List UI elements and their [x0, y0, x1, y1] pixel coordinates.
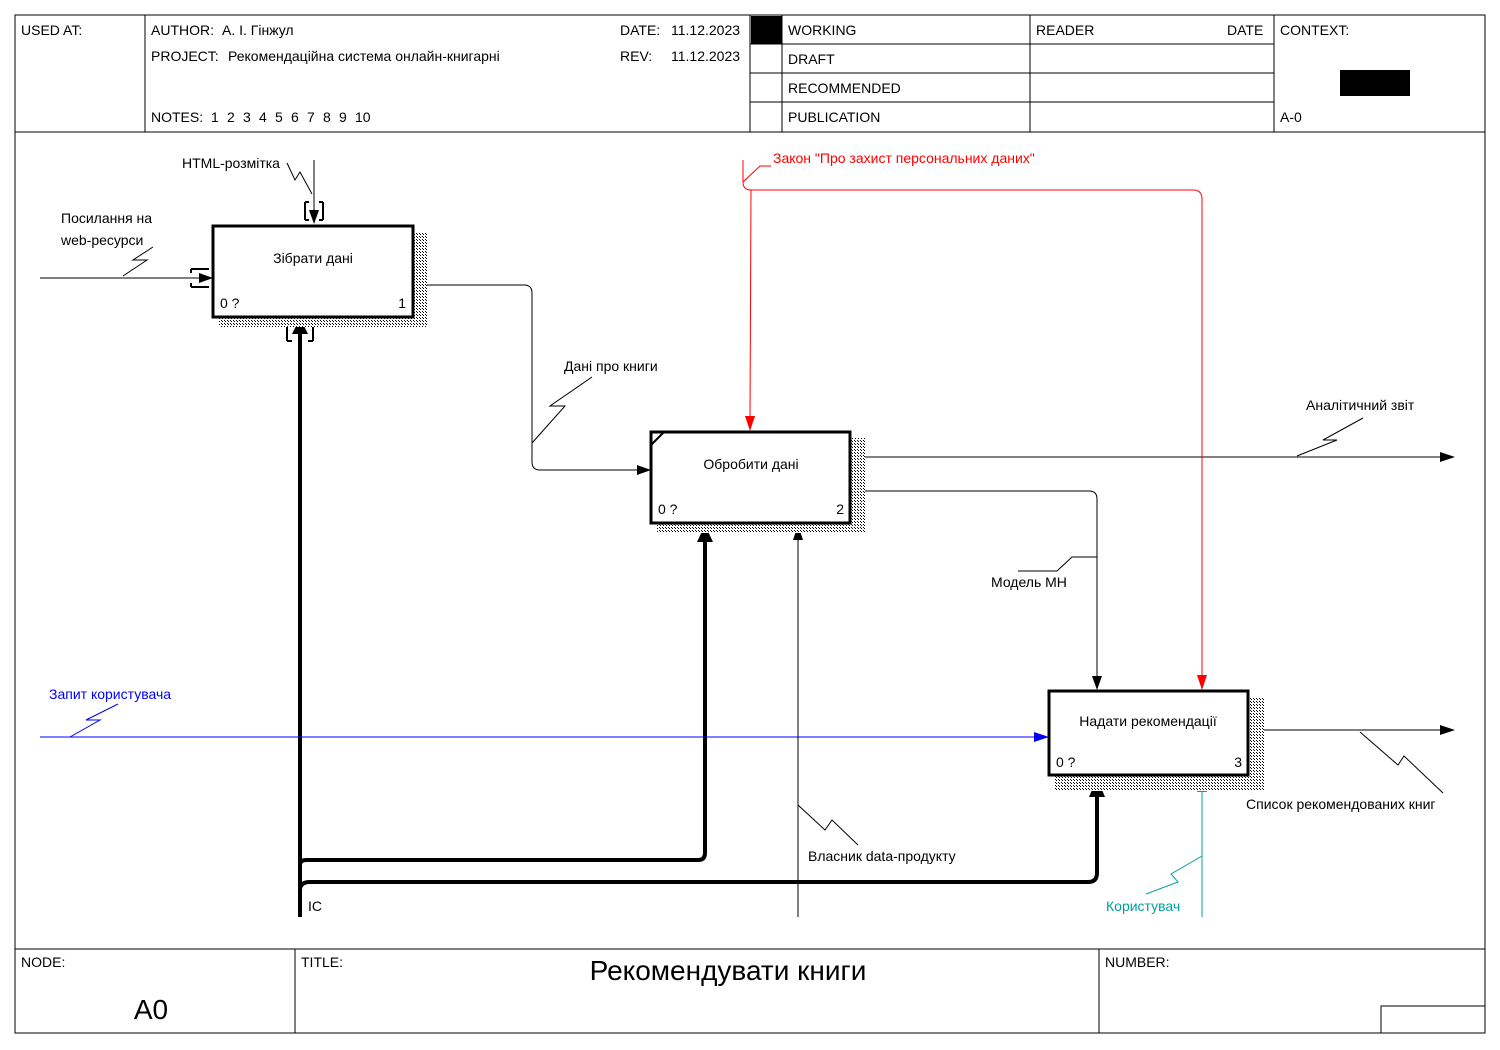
- label-analytics-report: Аналітичний звіт: [1306, 397, 1415, 413]
- box-cost: 0 ?: [220, 295, 240, 311]
- decomposed-corner-mark: [650, 431, 665, 446]
- date-value: 11.12.2023: [671, 22, 740, 38]
- author-label: AUTHOR:: [151, 22, 214, 38]
- number-label: NUMBER:: [1105, 954, 1170, 970]
- arrow-recommended-list[interactable]: [1249, 725, 1455, 794]
- status-working: WORKING: [788, 22, 856, 38]
- title-label: TITLE:: [301, 954, 343, 970]
- project-label: PROJECT:: [151, 48, 219, 64]
- arrow-ml-model[interactable]: [850, 490, 1102, 690]
- author-value: А. І. Гінжул: [222, 22, 294, 38]
- date-label: DATE:: [620, 22, 660, 38]
- working-status-marker: [751, 16, 782, 44]
- box-number: 2: [836, 501, 844, 517]
- box-number: 1: [398, 295, 406, 311]
- box-title: Обробити дані: [703, 456, 798, 472]
- box-title: Надати рекомендації: [1079, 713, 1217, 729]
- label-data-owner: Власник data-продукту: [808, 848, 956, 864]
- context-node: A-0: [1280, 109, 1302, 125]
- ic-arrowheads: [286, 318, 1105, 797]
- note-number: 3: [243, 109, 251, 125]
- arrow-ic[interactable]: [298, 332, 1099, 917]
- arrow-law[interactable]: [742, 160, 1207, 690]
- context-label: CONTEXT:: [1280, 22, 1349, 38]
- arrow-user[interactable]: [1145, 777, 1207, 917]
- arrow-web-links[interactable]: [40, 246, 213, 288]
- note-number: 6: [291, 109, 299, 125]
- project-value: Рекомендаційна система онлайн-книгарні: [228, 48, 500, 64]
- arrow-analytics-report[interactable]: [850, 417, 1455, 462]
- label-user: Користувач: [1106, 898, 1180, 914]
- label-recommended-list: Список рекомендованих книг: [1246, 796, 1436, 812]
- arrow-html-markup[interactable]: [286, 160, 324, 224]
- activity-box-3[interactable]: Надати рекомендації 0 ? 3: [1047, 689, 1264, 791]
- context-thumbnail: [1340, 70, 1410, 96]
- node-value: A0: [134, 994, 168, 1025]
- rev-label: REV:: [620, 48, 652, 64]
- note-number: 8: [323, 109, 331, 125]
- arrow-user-request[interactable]: [40, 703, 1049, 742]
- notes-list: 1 2 3 4 5 6 7 8 9 10: [211, 109, 371, 125]
- box-number: 3: [1234, 754, 1242, 770]
- label-web-links-line2: web-ресурси: [60, 232, 143, 248]
- reader-label: READER: [1036, 22, 1094, 38]
- label-html-markup: HTML-розмітка: [182, 155, 280, 171]
- note-number: 5: [275, 109, 283, 125]
- activity-box-1[interactable]: Зібрати дані 0 ? 1: [211, 224, 427, 327]
- label-books-data: Дані про книги: [564, 358, 658, 374]
- diagram-title: Рекомендувати книги: [590, 955, 867, 986]
- label-ic: IC: [308, 898, 322, 914]
- header-block: USED AT: AUTHOR: А. І. Гінжул PROJECT: Р…: [14, 14, 1486, 133]
- note-number: 2: [227, 109, 235, 125]
- note-number: 9: [339, 109, 347, 125]
- status-recommended: RECOMMENDED: [788, 80, 901, 96]
- box-title: Зібрати дані: [273, 250, 353, 266]
- arrow-books-data[interactable]: [413, 284, 651, 475]
- status-publication: PUBLICATION: [788, 109, 880, 125]
- label-user-request: Запит користувача: [49, 686, 171, 702]
- reader-date-label: DATE: [1227, 22, 1263, 38]
- note-number: 1: [211, 109, 219, 125]
- note-number: 4: [259, 109, 267, 125]
- status-draft: DRAFT: [788, 51, 835, 67]
- footer-block: NODE: A0 TITLE: Рекомендувати книги NUMB…: [14, 948, 1486, 1034]
- label-web-links-line1: Посилання на: [61, 210, 152, 226]
- label-ml-model: Модель МН: [991, 574, 1067, 590]
- box-cost: 0 ?: [658, 501, 678, 517]
- used-at-label: USED AT:: [21, 22, 82, 38]
- note-number: 10: [355, 109, 371, 125]
- node-label: NODE:: [21, 954, 65, 970]
- rev-value: 11.12.2023: [671, 48, 740, 64]
- note-number: 7: [307, 109, 315, 125]
- notes-label: NOTES:: [151, 109, 203, 125]
- label-law: Закон "Про захист персональних даних": [773, 150, 1035, 166]
- activity-box-2[interactable]: Обробити дані 0 ? 2: [649, 430, 865, 533]
- box-cost: 0 ?: [1056, 754, 1076, 770]
